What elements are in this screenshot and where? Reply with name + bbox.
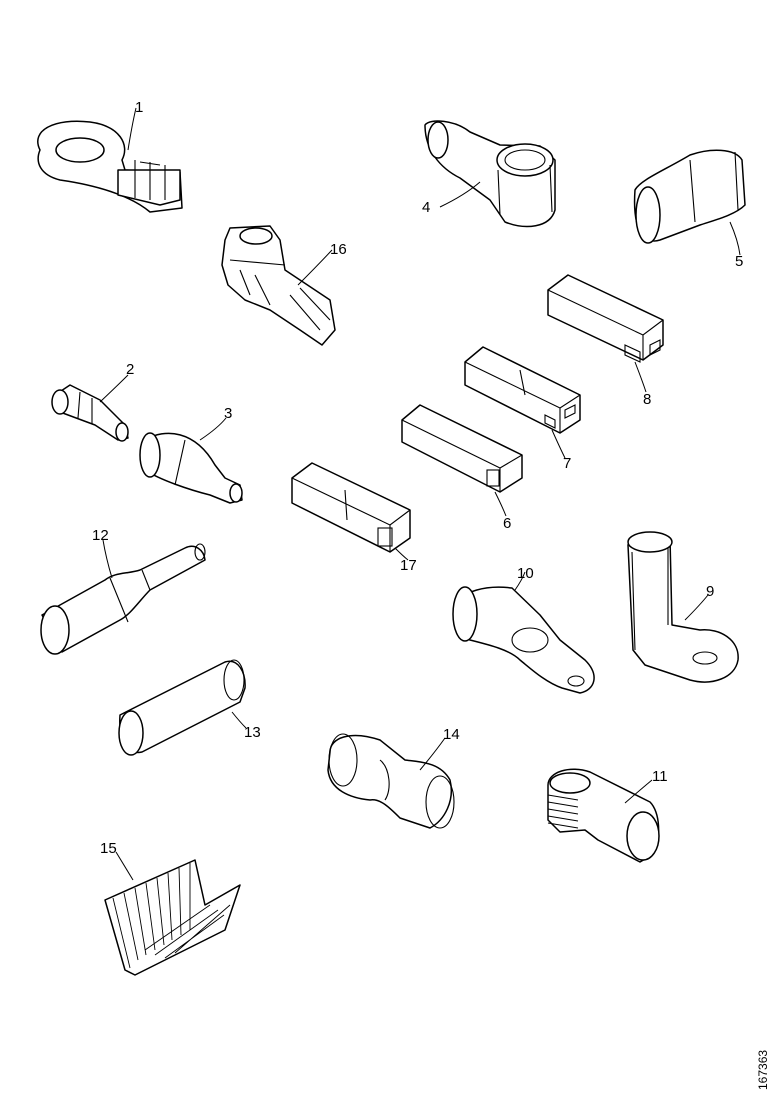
leader-line-6	[494, 491, 507, 517]
callout-11: 11	[652, 768, 668, 785]
callout-1: 1	[135, 99, 143, 116]
leader-line-9	[684, 594, 709, 621]
leader-line-7	[551, 429, 566, 459]
callout-8: 8	[643, 391, 651, 408]
receptacle-sleeve-part-17	[291, 462, 411, 553]
cable-lug-part-10	[452, 586, 595, 694]
cone-sleeve-part-3	[139, 432, 243, 504]
leader-line-15	[115, 851, 134, 881]
callout-7: 7	[563, 455, 571, 472]
leader-line-12	[102, 539, 113, 579]
threaded-connector-part-11	[547, 768, 660, 863]
callout-6: 6	[503, 515, 511, 532]
callout-13: 13	[244, 724, 261, 741]
insulation-boot-part-5	[633, 149, 746, 244]
double-receptacle-part-7	[464, 346, 581, 434]
leader-line-8	[634, 361, 647, 393]
cable-clip-part-15	[104, 859, 241, 976]
callout-5: 5	[735, 253, 743, 270]
splice-connector-part-14	[327, 733, 455, 829]
leader-line-4	[439, 181, 481, 208]
receptacle-sleeve-part-6	[401, 404, 523, 493]
leader-line-2	[99, 374, 129, 403]
right-angle-lug-part-9	[627, 531, 739, 683]
butt-splice-part-13	[118, 659, 246, 756]
leader-line-3	[199, 417, 227, 441]
receptacle-housing-part-8	[547, 274, 664, 363]
flag-terminal-part-2	[51, 384, 129, 442]
leader-line-17	[394, 547, 409, 561]
reducing-sleeve-part-12	[40, 543, 206, 655]
callout-12: 12	[92, 527, 109, 544]
callout-14: 14	[443, 726, 460, 743]
document-id: 167363	[756, 1050, 770, 1090]
leader-line-5	[729, 221, 741, 256]
callout-16: 16	[330, 241, 347, 258]
callout-2: 2	[126, 361, 134, 378]
elbow-lug-part-4	[424, 120, 556, 228]
callout-17: 17	[400, 557, 417, 574]
leader-line-11	[624, 779, 653, 804]
callout-4: 4	[422, 199, 430, 216]
callout-10: 10	[517, 565, 534, 582]
crimp-connector-part-16	[221, 225, 336, 346]
ring-terminal-part-1	[37, 120, 183, 213]
callout-3: 3	[224, 405, 232, 422]
callout-9: 9	[706, 583, 714, 600]
leader-line-16	[297, 249, 333, 286]
callout-15: 15	[100, 840, 117, 857]
leader-line-1	[127, 107, 137, 151]
leader-line-10	[514, 571, 526, 591]
leader-line-14	[419, 737, 446, 771]
leader-line-13	[231, 711, 247, 729]
